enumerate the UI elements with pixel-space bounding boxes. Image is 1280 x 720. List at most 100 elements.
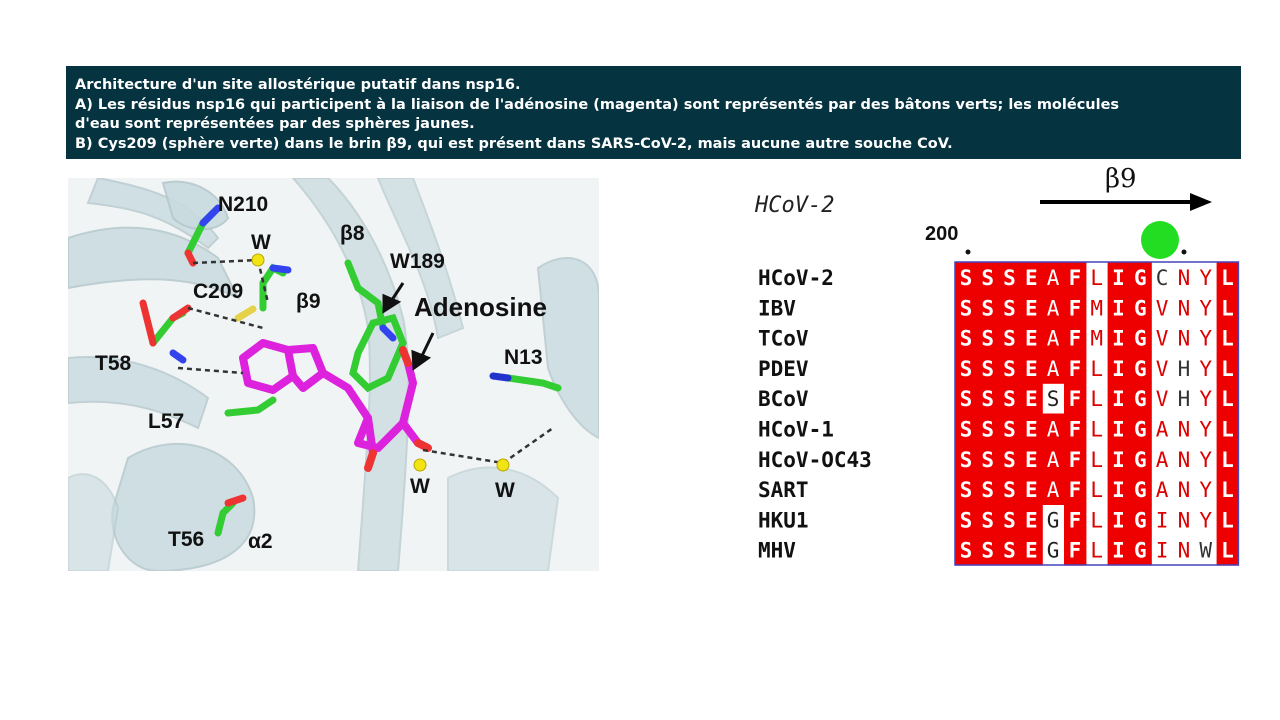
species-name: BCoV <box>758 387 809 411</box>
label-adenosine: Adenosine <box>414 292 547 322</box>
residue-cell <box>955 322 978 354</box>
residue-letter: A <box>1047 357 1060 381</box>
residue-letter: F <box>1069 266 1082 290</box>
residue-letter: S <box>960 508 973 532</box>
residue-letter: G <box>1047 539 1060 563</box>
residue-cell <box>1129 413 1152 445</box>
residue-letter: I <box>1112 327 1125 351</box>
residue-cell <box>1107 383 1130 415</box>
residue-cell <box>1129 443 1152 475</box>
species-name: IBV <box>758 296 796 320</box>
residue-cell <box>976 443 1000 475</box>
alignment-panel: HCoV-2 β9 200 HCoV-2IBVTCoVPDEVBCoVHCoV-… <box>754 164 1240 566</box>
residue-letter: S <box>1003 418 1016 442</box>
residue-cell <box>998 262 1021 293</box>
residue-letter: L <box>1090 508 1103 532</box>
position-label: 200 <box>925 223 958 245</box>
label-w-top: W <box>251 231 271 254</box>
residue-cell <box>1216 413 1239 445</box>
species-name: HCoV-OC43 <box>758 448 872 472</box>
residue-cell <box>1064 352 1087 384</box>
residue-cell <box>1216 322 1239 354</box>
residue-cell <box>955 474 978 505</box>
residue-cell <box>1216 474 1239 505</box>
residue-cell <box>1020 383 1043 415</box>
residue-cell <box>1107 322 1130 354</box>
residue-letter: S <box>960 418 973 442</box>
residue-letter: L <box>1090 387 1103 411</box>
residue-cell <box>998 413 1021 445</box>
residue-cell <box>1020 322 1043 354</box>
residue-letter: L <box>1090 478 1103 502</box>
residue-cell <box>1064 534 1087 566</box>
caption-line-b: B) Cys209 (sphère verte) dans le brin β9… <box>75 135 953 152</box>
residue-letter: V <box>1156 387 1169 411</box>
residue-cell <box>1042 292 1065 324</box>
residue-cell <box>1129 262 1152 293</box>
residue-letter: S <box>981 327 994 351</box>
residue-letter: L <box>1090 357 1103 381</box>
structure-panel: N210 W β8 W189 C209 β9 Adenosine T58 N13… <box>68 178 599 571</box>
residue-letter: L <box>1090 539 1103 563</box>
residue-cell <box>998 534 1021 566</box>
residue-cell <box>955 383 978 415</box>
residue-letter: G <box>1047 508 1060 532</box>
residue-letter: S <box>981 448 994 472</box>
residue-letter: L <box>1221 418 1234 442</box>
residue-letter: S <box>981 418 994 442</box>
caption-title: Architecture d'un site allostérique puta… <box>75 77 521 93</box>
residue-cell <box>955 352 978 384</box>
residue-letter: E <box>1025 448 1038 472</box>
residue-letter: A <box>1156 418 1169 442</box>
residue-cell <box>998 504 1021 536</box>
residue-cell <box>1064 292 1087 324</box>
water-spheres <box>251 253 510 472</box>
residue-letter: I <box>1156 508 1169 532</box>
residue-letter: N <box>1178 296 1191 320</box>
residue-cell <box>1107 352 1130 384</box>
residue-letter: S <box>1003 357 1016 381</box>
residue-letter: Y <box>1199 418 1212 442</box>
residue-cell <box>1020 474 1043 505</box>
species-name: HCoV-1 <box>758 418 834 442</box>
residue-letter: A <box>1047 448 1060 472</box>
residue-letter: E <box>1025 478 1038 502</box>
residue-letter: F <box>1069 418 1082 442</box>
label-l57: L57 <box>148 410 184 433</box>
species-name: HCoV-2 <box>758 266 834 290</box>
residue-letter: M <box>1090 296 1103 320</box>
residue-letter: A <box>1156 448 1169 472</box>
residue-cell <box>1107 474 1130 505</box>
residue-letter: S <box>981 266 994 290</box>
residue-letter: I <box>1112 387 1125 411</box>
residue-cell <box>976 262 1000 293</box>
residue-letter: S <box>1003 478 1016 502</box>
residue-letter: Y <box>1199 448 1212 472</box>
residue-letter: I <box>1112 508 1125 532</box>
alignment-border <box>954 261 1240 566</box>
residue-letter: S <box>1003 327 1016 351</box>
residue-letter: V <box>1156 327 1169 351</box>
heteroatoms <box>139 204 512 507</box>
residue-letter: S <box>981 539 994 563</box>
residue-cell <box>1216 504 1239 536</box>
residue-cell <box>1042 443 1065 475</box>
residue-letter: Y <box>1199 357 1212 381</box>
residue-letter: S <box>960 296 973 320</box>
label-w-right: W <box>495 479 515 502</box>
residue-letter: F <box>1069 357 1082 381</box>
residue-letter: N <box>1178 418 1191 442</box>
residue-letter: G <box>1134 387 1147 411</box>
residue-cell <box>1216 292 1239 324</box>
residue-cell <box>955 262 978 293</box>
residue-cell <box>1064 504 1087 536</box>
residue-cell <box>955 292 978 324</box>
residue-letter: E <box>1025 327 1038 351</box>
residue-cell <box>1216 262 1239 293</box>
residue-letter: E <box>1025 508 1038 532</box>
figure-caption: Architecture d'un site allostérique puta… <box>66 66 1241 159</box>
residue-letter: L <box>1221 327 1234 351</box>
residue-cell <box>998 322 1021 354</box>
residue-cell <box>1216 383 1239 415</box>
residue-letter: N <box>1178 327 1191 351</box>
